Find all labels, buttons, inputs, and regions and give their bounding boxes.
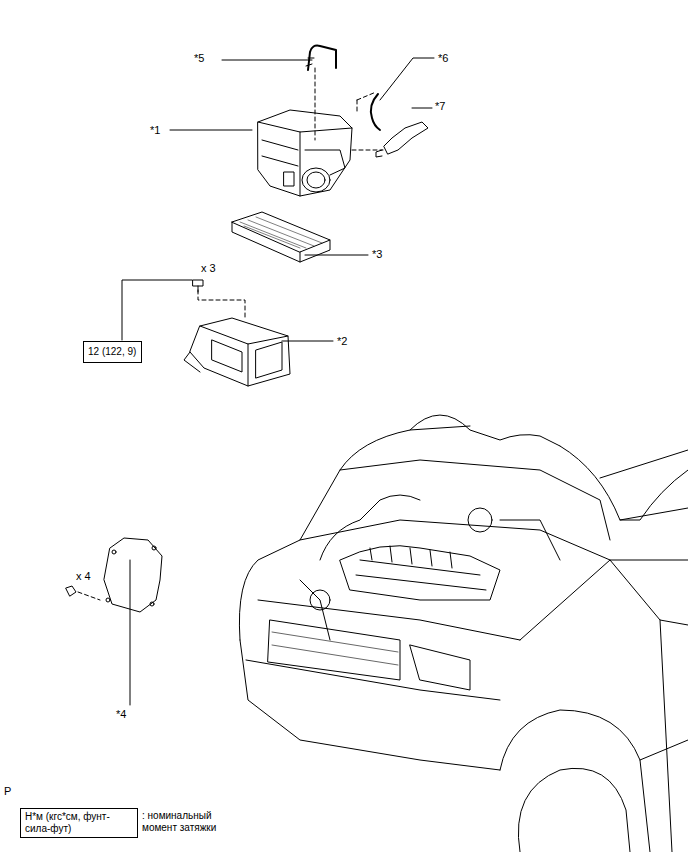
torque-box: 12 (122, 9) (83, 341, 142, 363)
legend-description: : номинальный момент затяжки (142, 810, 238, 834)
callout-number: *6 (438, 52, 448, 65)
quantity-label: x 4 (76, 570, 91, 583)
callout-number: *1 (150, 124, 160, 137)
callout-number: *2 (337, 335, 347, 348)
callout-number: *4 (116, 708, 126, 721)
legend-box: Н*м (кгс*см, фунт-сила-фут): номинальный… (20, 808, 138, 838)
box-text: Н*м (кгс*см, фунт-сила-фут) (25, 811, 133, 835)
callout-number: *3 (372, 248, 382, 261)
figure-code: P (4, 785, 11, 798)
callout-number: *7 (435, 100, 445, 113)
box-text: 12 (122, 9) (88, 346, 137, 358)
callout-number: *5 (194, 52, 204, 65)
quantity-label: x 3 (201, 262, 216, 275)
